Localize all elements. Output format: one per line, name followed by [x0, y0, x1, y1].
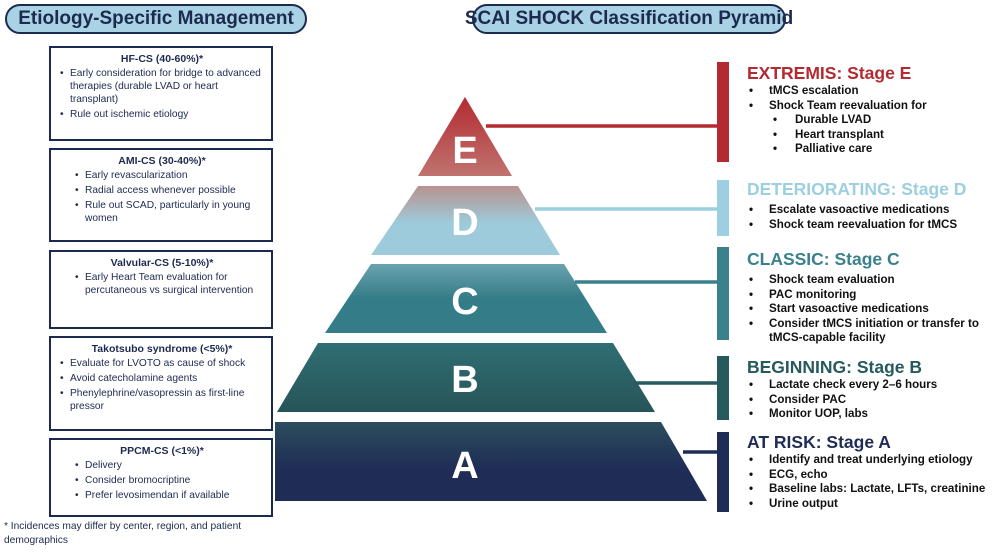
etiology-item: Rule out SCAD, particularly in young wom…: [74, 199, 265, 225]
stage-item: Shock team reevaluation for tMCS: [747, 218, 966, 233]
connector-stage-e: [486, 62, 729, 162]
etiology-item: Prefer levosimendan if available: [74, 489, 265, 502]
stage-heading: CLASSIC: Stage C: [747, 249, 900, 269]
connector-stage-c: [575, 247, 729, 340]
stage-subitem: Durable LVAD: [747, 113, 927, 128]
stage-e-block: EXTREMIS: Stage E tMCS escalation Shock …: [747, 63, 927, 157]
stage-d-block: DETERIORATING: Stage D Escalate vasoacti…: [747, 179, 966, 232]
stage-item: ECG, echo: [747, 468, 985, 483]
etiology-box-hf-cs: HF-CS (40-60%)* Early consideration for …: [49, 46, 273, 141]
tier-letter-b: B: [451, 359, 478, 401]
etiology-item: Avoid catecholamine agents: [59, 372, 265, 385]
stage-heading: AT RISK: Stage A: [747, 432, 891, 452]
etiology-item: Phenylephrine/vasopressin as first-line …: [59, 387, 265, 413]
pyramid-tier-e: [418, 97, 512, 176]
etiology-item: Delivery: [74, 459, 265, 472]
stage-heading: DETERIORATING: Stage D: [747, 179, 967, 199]
stage-item: Shock Team reevaluation for: [747, 99, 927, 114]
connector-stage-d: [535, 180, 729, 236]
etiology-box-takotsubo: Takotsubo syndrome (<5%)* Evaluate for L…: [49, 336, 273, 431]
tier-letter-e: E: [452, 130, 477, 172]
etiology-box-title: PPCM-CS (<1%)*: [120, 445, 204, 457]
connector-stage-b: [633, 356, 729, 420]
pyramid-section-title: SCAI SHOCK Classification Pyramid: [465, 4, 793, 34]
etiology-box-title: AMI-CS (30-40%)*: [118, 155, 206, 167]
pyramid-tier-b: [277, 343, 655, 412]
etiology-item: Radial access whenever possible: [74, 184, 265, 197]
etiology-box-title: HF-CS (40-60%)*: [120, 53, 204, 65]
stage-item: Lactate check every 2–6 hours: [747, 378, 937, 393]
etiology-box-ppcm-cs: PPCM-CS (<1%)* Delivery Consider bromocr…: [49, 438, 273, 517]
etiology-box-title: Takotsubo syndrome (<5%)*: [91, 343, 233, 355]
stage-a-block: AT RISK: Stage A Identify and treat unde…: [747, 432, 985, 511]
stage-item: Escalate vasoactive medications: [747, 203, 966, 218]
stage-item: Identify and treat underlying etiology: [747, 453, 985, 468]
etiology-box-valvular-cs: Valvular-CS (5-10%)* Early Heart Team ev…: [49, 250, 273, 329]
stage-item: Shock team evaluation: [747, 273, 979, 288]
stage-item: Start vasoactive medications: [747, 302, 979, 317]
pyramid-tier-c: [325, 264, 607, 333]
etiology-item: Early revascularization: [74, 169, 265, 182]
pyramid-tier-a: [275, 422, 707, 501]
footnote: * Incidences may differ by center, regio…: [4, 521, 242, 546]
tier-letter-d: D: [451, 202, 478, 244]
connector-stage-a: [683, 432, 729, 512]
etiology-item: Consider bromocriptine: [74, 474, 265, 487]
stage-heading: BEGINNING: Stage B: [747, 357, 923, 377]
etiology-item: Early Heart Team evaluation for percutan…: [74, 271, 265, 297]
etiology-item: Rule out ischemic etiology: [59, 108, 265, 121]
etiology-box-title: Valvular-CS (5-10%)*: [110, 257, 214, 269]
stage-item: Consider PAC: [747, 393, 937, 408]
pyramid-tier-d: [371, 186, 560, 255]
stage-subitem: Palliative care: [747, 142, 927, 157]
stage-subitem: Heart transplant: [747, 128, 927, 143]
stage-item: Monitor UOP, labs: [747, 407, 937, 422]
stage-item: Baseline labs: Lactate, LFTs, creatinine: [747, 482, 985, 497]
stage-heading: EXTREMIS: Stage E: [747, 63, 912, 83]
stage-item: PAC monitoring: [747, 288, 979, 303]
stage-item-continuation: tMCS-capable facility: [769, 331, 886, 344]
stage-b-block: BEGINNING: Stage B Lactate check every 2…: [747, 357, 937, 422]
etiology-item: Evaluate for LVOTO as cause of shock: [59, 357, 265, 370]
tier-letter-c: C: [451, 281, 478, 323]
etiology-item: Early consideration for bridge to advanc…: [59, 67, 265, 106]
stage-item: Urine output: [747, 497, 985, 512]
tier-letter-a: A: [451, 445, 478, 487]
stage-item: tMCS escalation: [747, 84, 927, 99]
stage-c-block: CLASSIC: Stage C Shock team evaluation P…: [747, 249, 979, 346]
etiology-section-title: Etiology-Specific Management: [5, 4, 307, 34]
etiology-box-ami-cs: AMI-CS (30-40%)* Early revascularization…: [49, 148, 273, 242]
stage-item: Consider tMCS initiation or transfer to: [747, 317, 979, 332]
